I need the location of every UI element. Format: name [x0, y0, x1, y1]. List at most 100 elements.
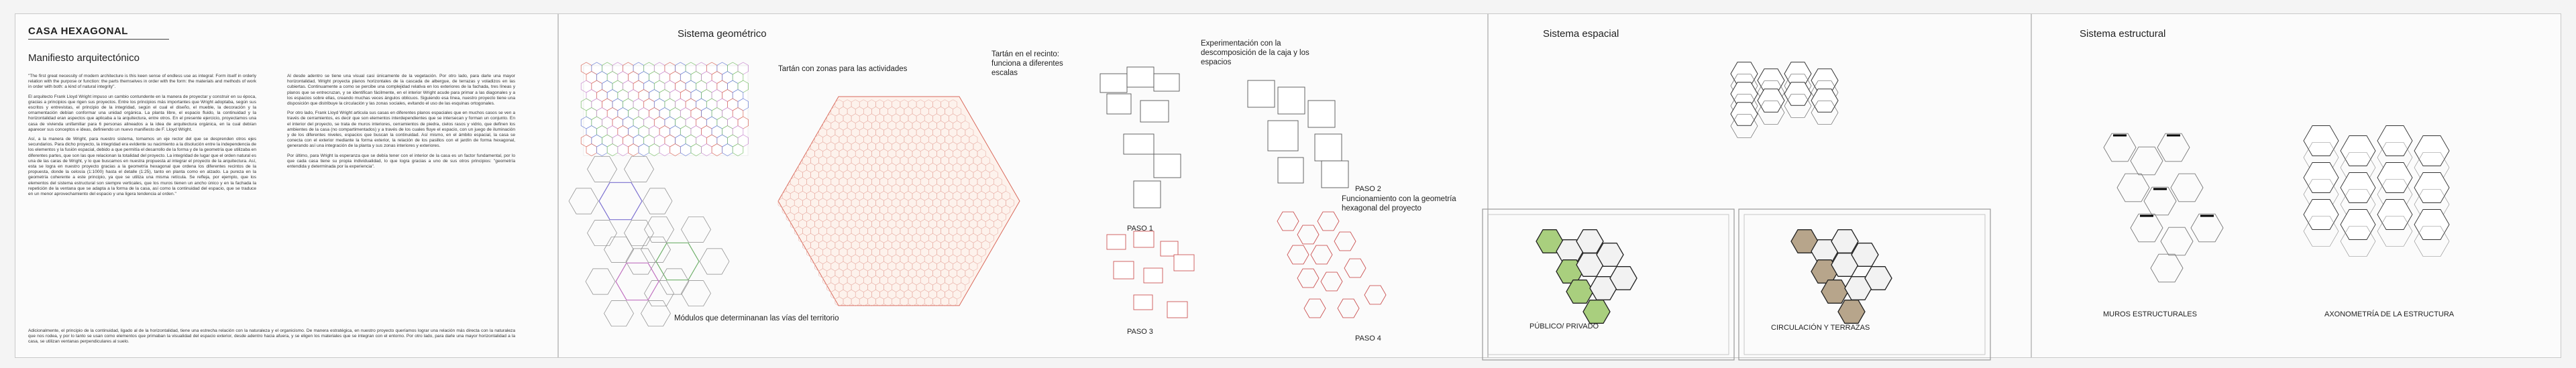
plan-room: [1566, 280, 1594, 304]
text-column-3: Adicionalmente, el principio de la conti…: [28, 328, 515, 349]
axo-structure-hex: [2303, 199, 2339, 230]
axo-hex-top: [1730, 102, 1758, 126]
axo-structure-base: [2414, 226, 2450, 257]
decomposition-label: Experimentación con la descomposición de…: [1201, 40, 1309, 66]
step-box: [1277, 86, 1305, 115]
plan-room: [1864, 266, 1892, 290]
document-subtitle: Manifiesto arquitectónico: [28, 52, 140, 64]
wall-hex: [2130, 146, 2163, 176]
wall-hex: [2170, 173, 2204, 202]
step-hex: [1364, 285, 1387, 305]
module-petal: [644, 216, 674, 243]
step-hex: [1344, 258, 1366, 278]
module-petal: [681, 216, 711, 243]
tartan-label: Tartán con zonas para las actividades: [778, 65, 908, 73]
paragraph: Por último, para Wright la esperanza que…: [287, 153, 515, 170]
step-box: [1167, 301, 1188, 318]
step-hex: [1337, 298, 1360, 318]
step-box: [1153, 154, 1181, 178]
structural-walls-drawing: [2103, 133, 2224, 283]
module-petal: [625, 248, 656, 275]
axo-hex-base: [1784, 94, 1812, 118]
step-box: [1307, 100, 1336, 128]
step-box: [1133, 294, 1153, 310]
module-petal: [659, 268, 690, 295]
step-box: [1106, 93, 1132, 115]
axo-structure-base: [2377, 216, 2413, 247]
wall-hex: [2143, 186, 2177, 216]
axo-hex-base: [1730, 114, 1758, 138]
module-petal: [644, 280, 674, 307]
axo-structure-base: [2340, 226, 2376, 257]
axo-structure-hex: [2340, 172, 2376, 203]
module-hex: [655, 242, 700, 281]
wall-hex: [2130, 213, 2163, 243]
plan-room: [1536, 229, 1564, 253]
step-hex: [1310, 245, 1333, 265]
axo-structure-base: [2303, 216, 2339, 247]
spatial-axonometry: [1730, 62, 1839, 138]
axo-hex-top: [1730, 62, 1758, 86]
axo-structure-hex: [2377, 125, 2413, 156]
axo-structure-hex: [2340, 209, 2376, 240]
paso-4-label: PASO 4: [1355, 334, 1381, 343]
text-column-2: Al desde adentro se tiene una visual cas…: [287, 74, 515, 174]
structural-panel: [2031, 13, 2561, 358]
walls-label: MUROS ESTRUCTURALES: [2103, 310, 2197, 318]
hexagon-tartan-recinto: [777, 96, 1020, 306]
wall-hex: [2150, 253, 2184, 283]
step-box: [1099, 73, 1128, 93]
axo-hex-base: [1811, 101, 1839, 125]
document-title: CASA HEXAGONAL: [28, 25, 128, 37]
plan-room: [1821, 280, 1849, 304]
step-hex: [1297, 225, 1320, 245]
wall-hex: [2103, 133, 2137, 162]
spatial-heading: Sistema espacial: [1543, 28, 1619, 40]
module-petal: [642, 188, 673, 214]
step-hex: [1334, 231, 1356, 251]
tartan-hex: [732, 143, 744, 156]
axo-structure-hex: [2377, 199, 2413, 230]
paragraph: Así, a la manera de Wright, para nuestro…: [28, 137, 256, 197]
step-hex: [1317, 211, 1340, 231]
plan-room: [1837, 300, 1866, 324]
module-petal: [587, 220, 617, 247]
module-petal: [681, 280, 711, 307]
axo-hex-top: [1784, 82, 1812, 106]
plan-room: [1589, 276, 1617, 300]
paragraph: El arquitecto Frank Lloyd Wright impuso …: [28, 94, 256, 132]
tartan-recinto-label: Tartán en el recinto: funciona a diferen…: [991, 50, 1063, 77]
paragraph: Al desde adentro se tiene una visual cas…: [287, 74, 515, 107]
step-box: [1123, 133, 1155, 155]
module-hex: [598, 182, 643, 221]
grid-hex: [949, 296, 957, 306]
module-petal: [624, 220, 654, 247]
paso-1-drawing: [1099, 66, 1181, 208]
circulation-plan: [1790, 229, 1892, 324]
module-petal: [641, 300, 671, 327]
module-petal: [699, 248, 730, 275]
paso-4-drawing: [1277, 211, 1387, 318]
module-petal: [624, 156, 654, 182]
paragraph: Por otro lado, Frank Lloyd Wright articu…: [287, 111, 515, 149]
wall-hex: [2190, 213, 2224, 243]
step-hex: [1303, 298, 1326, 318]
plan-frame-circulation-inner: [1743, 214, 1986, 355]
axo-structure-hex: [2303, 162, 2339, 193]
paragraph: Adicionalmente, el principio de la conti…: [28, 328, 515, 345]
step-hex: [1297, 268, 1320, 288]
title-divider: [28, 39, 169, 40]
axo-hex-top: [1757, 88, 1785, 113]
circulation-label: CIRCULACIÓN Y TERRAZAS: [1771, 324, 1870, 332]
text-panel: [15, 13, 558, 358]
step-box: [1133, 231, 1155, 248]
public-private-plan: [1536, 229, 1638, 324]
plan-frame-circulation: [1738, 208, 1991, 361]
wall-hex: [2160, 227, 2194, 256]
axo-hex-top: [1811, 68, 1839, 93]
paso-3-label: PASO 3: [1127, 328, 1153, 336]
axo-structure-hex: [2340, 135, 2376, 166]
plan-frame-public: [1482, 208, 1735, 361]
plan-room: [1609, 266, 1638, 290]
